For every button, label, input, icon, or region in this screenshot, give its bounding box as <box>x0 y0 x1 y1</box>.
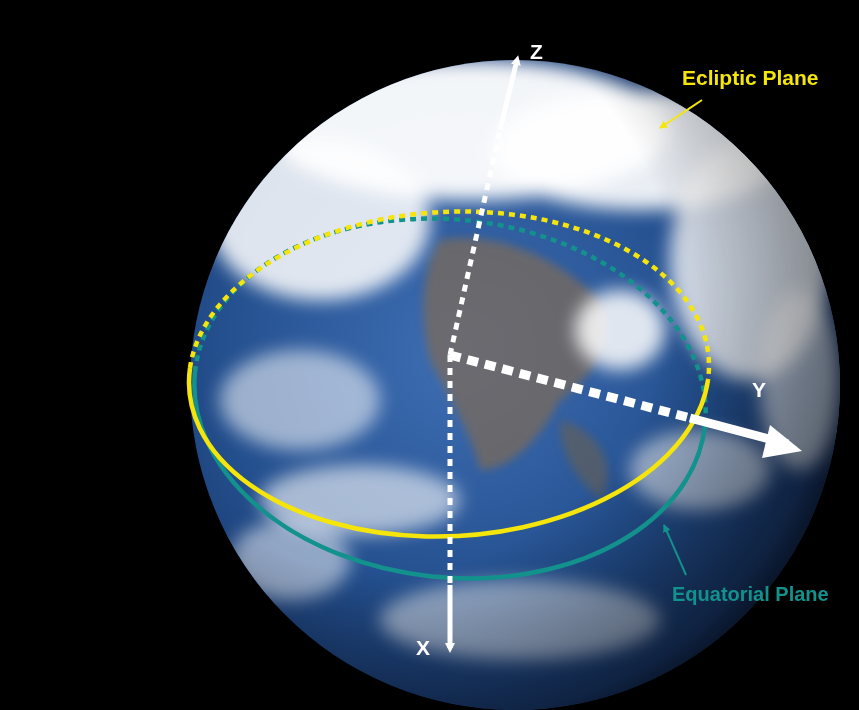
y-axis-inner <box>450 355 690 418</box>
z-axis <box>500 60 517 130</box>
axes <box>450 60 802 648</box>
x-axis <box>448 585 453 648</box>
axis-label: Z <box>530 40 543 63</box>
equatorial-leader <box>664 525 686 575</box>
earth-globe <box>190 60 840 710</box>
y-arrowhead <box>762 425 802 458</box>
plane-label: Ecliptic Plane <box>682 66 819 89</box>
axis-label: Y <box>752 378 766 401</box>
axis-label: X <box>416 636 430 659</box>
z-axis-inner <box>450 130 500 355</box>
ecliptic-leader <box>660 100 702 128</box>
plane-label: Equatorial Plane <box>672 583 829 605</box>
x-axis-inner <box>448 355 453 585</box>
